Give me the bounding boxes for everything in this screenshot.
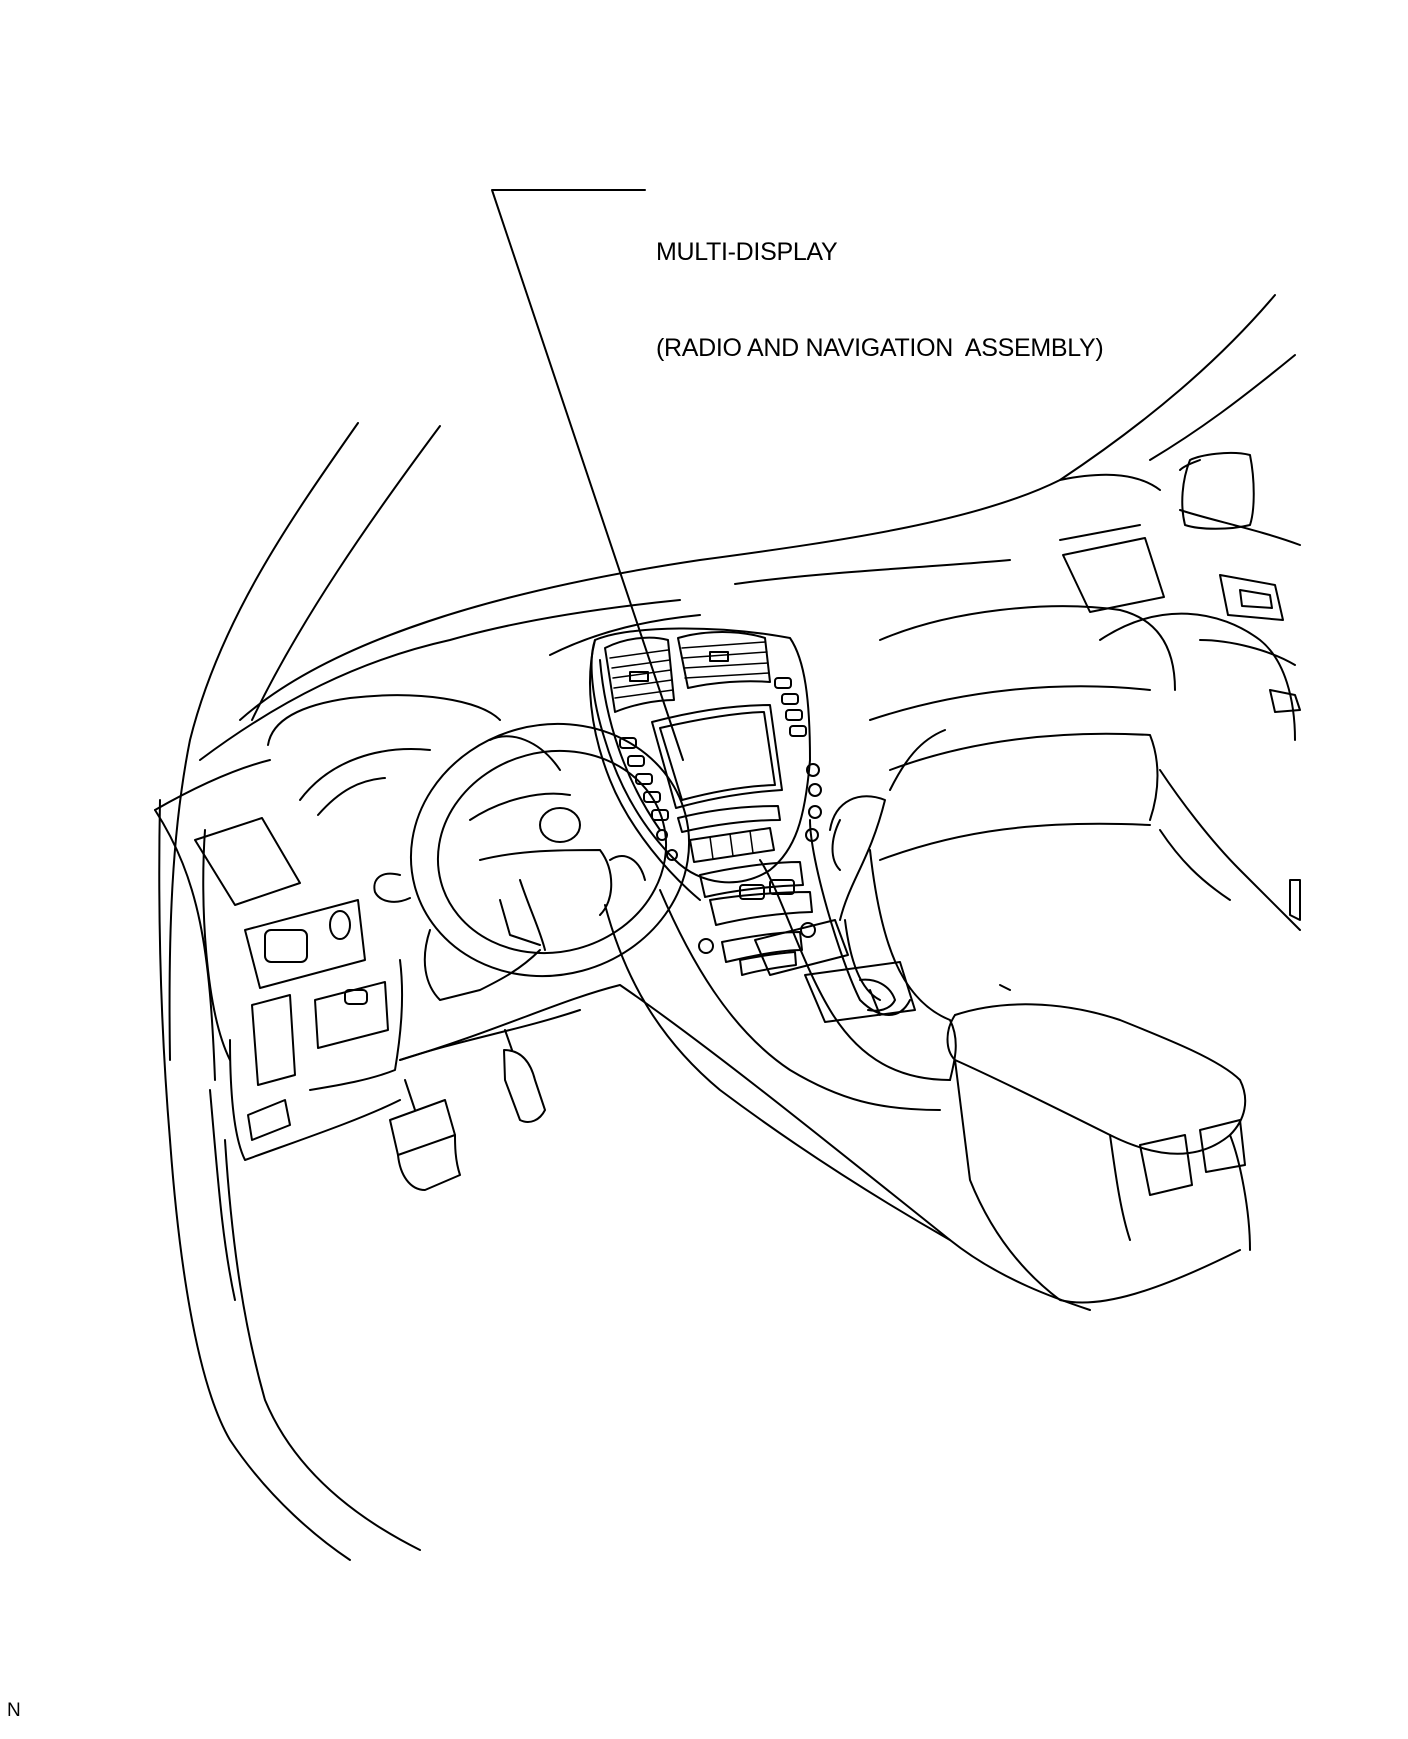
steering-wheel [409,722,691,978]
right-door [1159,451,1301,931]
navigation-screen [651,704,783,809]
cluster-hood [267,694,561,816]
dashboard-top [154,473,1161,811]
callout-label: MULTI-DISPLAY (RADIO AND NAVIGATION ASSE… [656,172,1104,396]
callout-line-2: (RADIO AND NAVIGATION ASSEMBLY) [656,334,1104,362]
pedals [389,1009,581,1191]
left-door-trim [158,799,421,1561]
stack-buttons-right [774,677,822,842]
center-console [604,795,957,1241]
center-stack-bezel [589,627,811,901]
center-air-vents [604,631,771,713]
floor-lines [399,984,1091,1311]
radio-climate-controls [677,805,816,976]
passenger-dash [869,524,1296,861]
steering-column [373,872,541,1001]
center-armrest [946,984,1251,1304]
windshield-frame [168,294,1296,1061]
leader-line [491,189,684,761]
figure-code: N [7,1700,21,1721]
callout-line-1: MULTI-DISPLAY [656,238,838,266]
left-lower-dash [154,809,404,1161]
stack-buttons-left [619,737,678,861]
